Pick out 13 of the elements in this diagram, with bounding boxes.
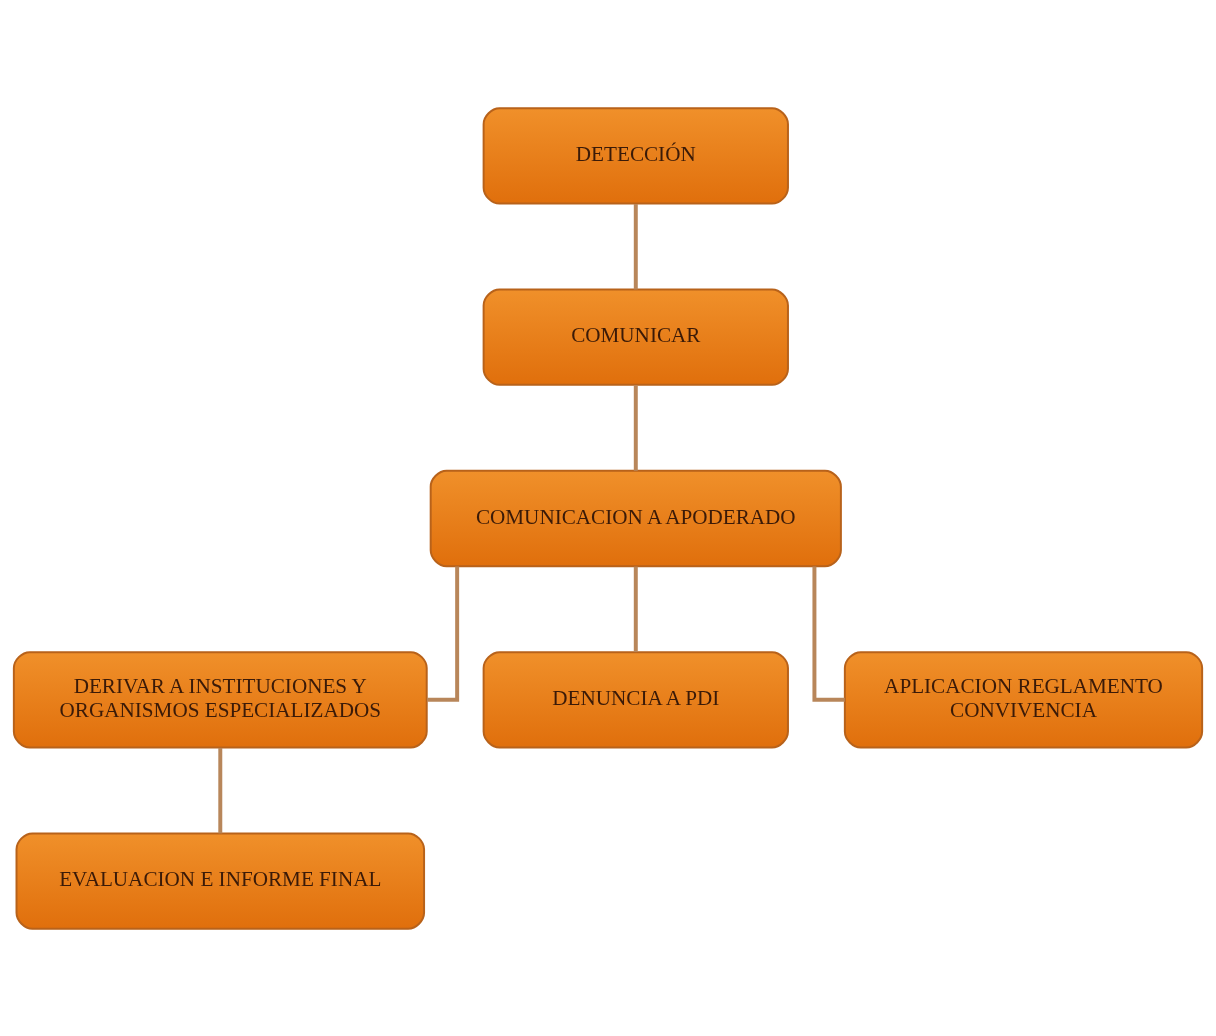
connector (633, 384, 638, 471)
node-box: APLICACION REGLAMENTO CONVIVENCIA (843, 650, 1204, 748)
node-box: DETECCIÓN (482, 106, 789, 205)
node-box: DERIVAR A INSTITUCIONES Y ORGANISMOS ESPECIALIZADOS (12, 650, 428, 748)
node-box: COMUNICACION A APODERADO (429, 469, 842, 567)
connector (633, 203, 638, 289)
node-box: COMUNICAR (482, 288, 789, 386)
connector (427, 566, 460, 702)
node-box: EVALUACION E INFORME FINAL (15, 831, 426, 930)
node-box: DENUNCIA A PDI (482, 650, 789, 748)
connector (218, 747, 223, 833)
connector (812, 566, 845, 702)
connector (633, 566, 638, 652)
